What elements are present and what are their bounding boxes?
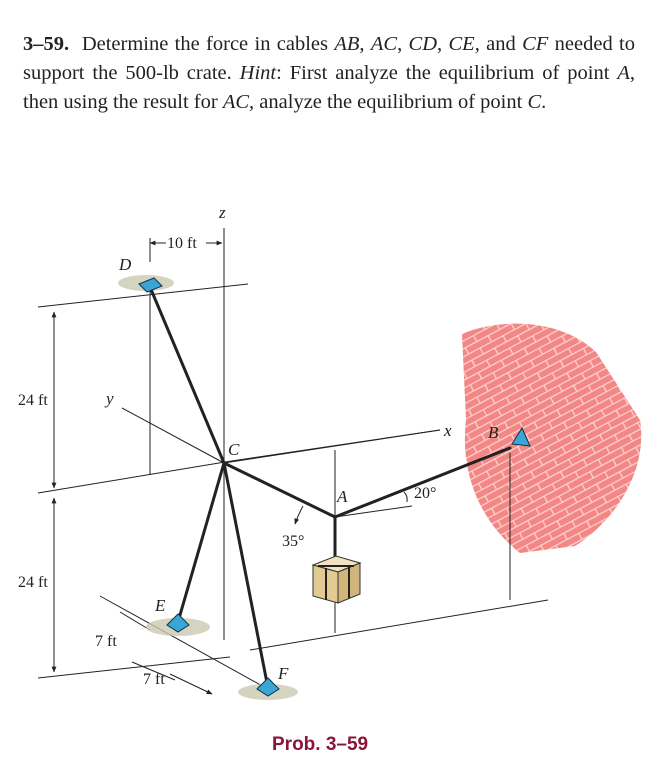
problem-number: 3–59. — [23, 33, 70, 55]
statement-italic-fragment: CE — [448, 33, 475, 55]
anchor-F — [256, 677, 280, 697]
statement-italic-fragment: C — [527, 91, 542, 113]
statement-fragment: . — [541, 91, 547, 113]
anchor-B — [511, 426, 531, 447]
label-angle-35: 35° — [282, 533, 304, 550]
statement-fragment: Determine the force in cables — [81, 33, 335, 55]
label-axis-z: z — [218, 203, 226, 222]
label-point-B: B — [488, 423, 499, 442]
statement-italic-fragment: CF — [522, 33, 549, 55]
label-angle-20: 20° — [414, 485, 436, 502]
statement-italic-fragment: AC — [370, 33, 398, 55]
statement-fragment: : First analyze the equilibrium of point — [276, 62, 618, 84]
label-dim-24ft-upper: 24 ft — [18, 392, 48, 409]
cables — [148, 285, 512, 690]
statement-fragment: needed to support the 500-lb crate. — [23, 33, 636, 84]
problem-body: Determine the force in cables AB, AC, CD… — [23, 33, 635, 113]
statement-italic-fragment: AC — [222, 91, 250, 113]
crate — [311, 555, 362, 604]
reference-lines — [37, 282, 549, 679]
statement-italic-fragment: Hint — [239, 62, 277, 84]
statement-fragment: , and — [474, 33, 523, 55]
statement-fragment: , — [397, 33, 409, 55]
label-axis-x: x — [443, 421, 452, 440]
anchor-E — [166, 613, 190, 633]
angle-marks — [294, 491, 413, 525]
label-point-F: F — [277, 664, 289, 683]
label-point-E: E — [154, 596, 166, 615]
label-dim-10ft: 10 ft — [167, 235, 197, 252]
label-axis-y: y — [104, 389, 114, 408]
anchor-D — [138, 277, 163, 293]
label-point-A: A — [336, 487, 348, 506]
label-dim-7ft-a: 7 ft — [95, 633, 117, 650]
coordinate-axes — [99, 228, 441, 689]
statement-italic-fragment: A — [617, 62, 630, 84]
statement-italic-fragment: AB — [334, 33, 360, 55]
statement-fragment: , then using the result for — [23, 62, 635, 113]
figure-caption: Prob. 3–59 — [272, 734, 369, 755]
label-dim-24ft-lower: 24 ft — [18, 574, 48, 591]
statement-fragment: , analyze the equilibrium of point — [249, 91, 528, 113]
label-point-D: D — [118, 255, 132, 274]
problem-statement: 3–59. Determine the force in cables AB , … — [23, 30, 635, 117]
statement-fragment: , — [437, 33, 449, 55]
label-dim-7ft-b: 7 ft — [143, 671, 165, 688]
label-point-C: C — [228, 440, 240, 459]
dimension-lines — [51, 238, 223, 695]
statement-italic-fragment: CD — [408, 33, 438, 55]
statement-fragment: , — [359, 33, 371, 55]
brick-wall — [462, 323, 642, 553]
